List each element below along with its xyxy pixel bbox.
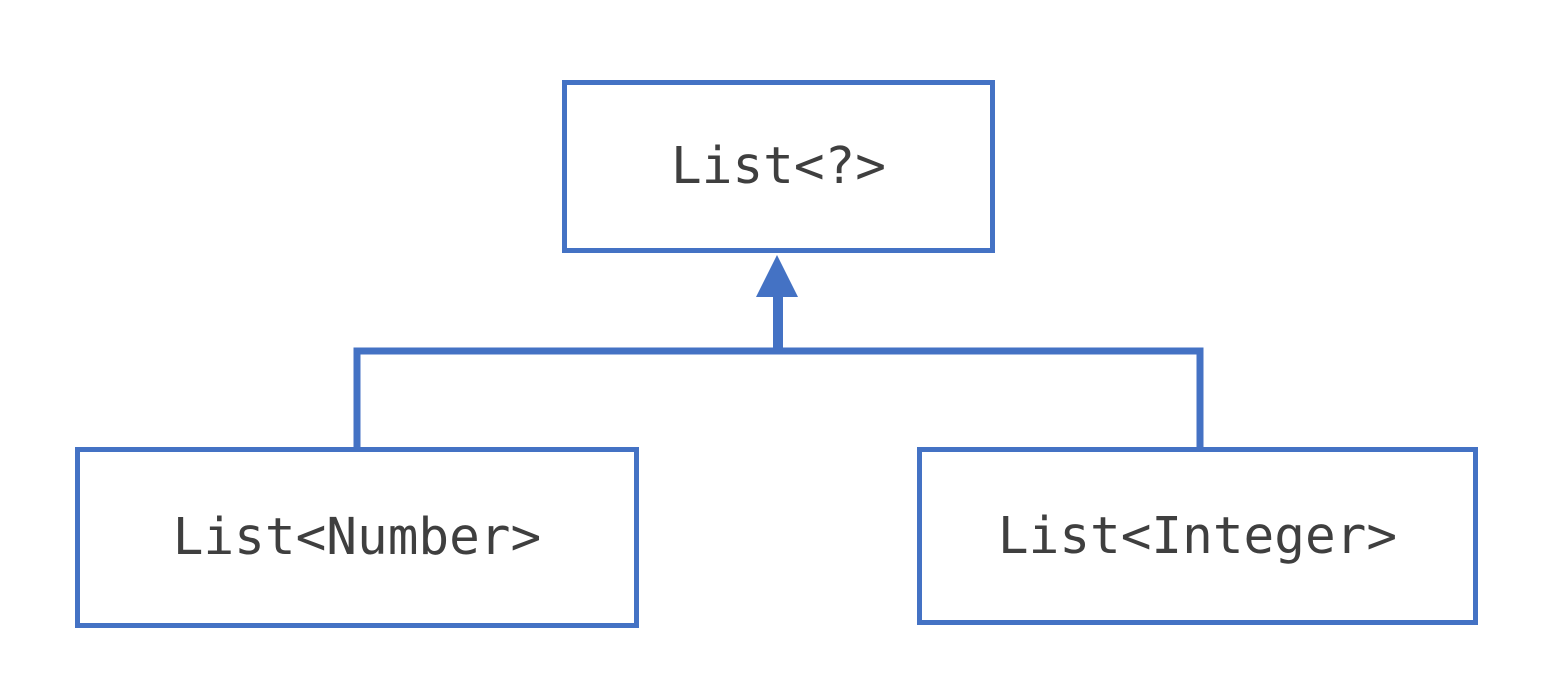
node-list-number-label: List<Number> bbox=[172, 508, 542, 567]
node-list-wildcard: List<?> bbox=[562, 80, 995, 253]
node-list-integer: List<Integer> bbox=[917, 447, 1478, 625]
node-list-integer-label: List<Integer> bbox=[997, 506, 1398, 566]
node-list-number: List<Number> bbox=[75, 447, 639, 628]
branch-connector-line bbox=[353, 347, 1204, 450]
node-list-wildcard-label: List<?> bbox=[671, 137, 886, 196]
arrowhead-up-icon bbox=[756, 255, 798, 297]
